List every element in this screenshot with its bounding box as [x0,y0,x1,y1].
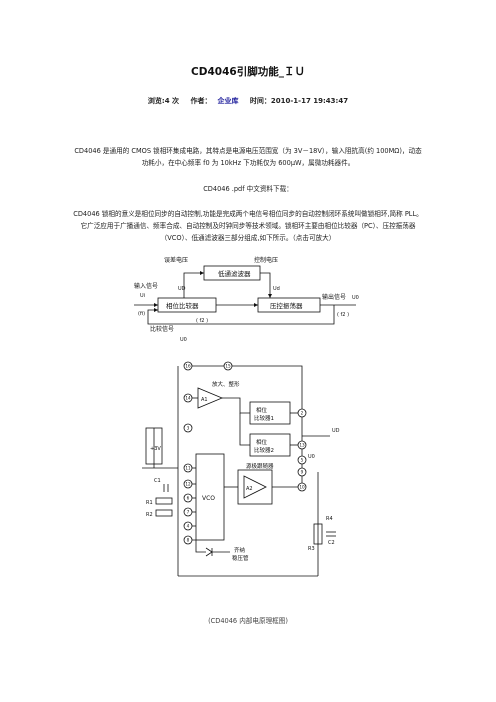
zener-label: 齐纳 [234,546,246,554]
author-label: 作者：企业库 [190,97,239,105]
fi-label: (fi) [138,311,145,317]
plus3v-label: +3V [150,446,161,452]
intro-paragraph: CD4046 是通用的 CMOS 锁相环集成电路，其特点是电源电压范围宽（为 3… [74,147,422,167]
source-follower-label: 源极跟随器 [246,462,274,470]
f2-label: ( f2 ) [337,312,349,318]
pin-4-label: 4 [187,524,190,529]
download-paragraph[interactable]: CD4046 .pdf 中文资料下载： [203,185,293,193]
compare-signal-label: 比较信号 [150,325,174,333]
f2b-label: ( f2 ) [196,318,208,324]
a1-label: A1 [201,397,208,403]
page-title: CD4046引脚功能_ＩＵ [191,66,305,78]
input-signal-label: 输入信号 [134,282,158,290]
pin-9-label: 9 [301,470,304,475]
article-meta: 浏览:4 次 作者：企业库 时间：2010-1-17 19:43:47 [0,96,496,106]
output-signal-label: 输出信号 [322,293,346,301]
ud-label: UD [178,286,186,292]
r2-label: R2 [146,512,153,518]
pin-5-label: 5 [301,458,304,463]
vco-label: VCO [202,495,215,502]
vco-label: 压控振荡器 [270,301,303,310]
phase-comparator-label: 相位比较器 [166,301,199,310]
pin-2-label: 2 [301,411,304,416]
a2-label: A2 [246,486,253,492]
pin-6-label: 6 [187,496,190,501]
pin-14-label: 14 [185,396,191,401]
r1-label: R1 [146,500,153,506]
zener-label-2: 稳压管 [232,554,249,562]
pin-16-label: 16 [185,364,191,369]
pc1-label: 相位 [256,406,268,414]
ud-out-label: UD [332,428,340,434]
pin-15-label: 15 [225,364,231,369]
uo2-label: U0 [180,337,187,343]
pc1-label-2: 比较器1 [254,414,274,422]
pll-paragraph: CD4046 锁相的意义是相位同步的自动控制,功能是完成两个电信号相位同步的自动… [73,210,423,242]
error-voltage-label: 误差电压 [164,256,188,264]
c2-label: C2 [328,540,335,546]
control-voltage-label: 控制电压 [254,256,278,264]
u0-label: U0 [308,454,315,460]
uo-label: U0 [352,295,359,301]
amp-shape-label: 放大、整形 [212,380,240,388]
pc2-label: 相位 [256,438,268,446]
pin-13-label: 13 [299,443,305,448]
pin-7-label: 7 [187,510,190,515]
r3-label: R3 [308,546,315,552]
pin-12-label: 12 [185,482,191,487]
r4-label: R4 [326,516,333,522]
pll-block-diagram[interactable]: 误差电压 UD 低通滤波器 控制电压 Ud 输入信号 Ui (fi) 相位比较器… [134,252,362,344]
view-count: 浏览:4 次 [147,97,180,105]
figure-caption: (CD4046 内部电原理框图) [208,617,288,625]
ud2-label: Ud [273,286,280,292]
pin-11-label: 11 [185,466,191,471]
ui-label: Ui [140,293,145,299]
c1-label: C1 [154,478,161,484]
author-link[interactable]: 企业库 [217,97,239,105]
pc2-label-2: 比较器2 [254,446,274,454]
lpf-label: 低通滤波器 [218,269,251,278]
pin-3-label: 3 [187,426,190,431]
pin-10-label: 10 [299,485,305,490]
pin-8-label: 8 [187,538,190,543]
cd4046-circuit-diagram[interactable]: 16 14 2 13 3 9 11 12 6 7 4 10 8 5 15 放大、… [140,356,360,588]
publish-time: 时间：2010-1-17 19:43:47 [249,97,349,105]
